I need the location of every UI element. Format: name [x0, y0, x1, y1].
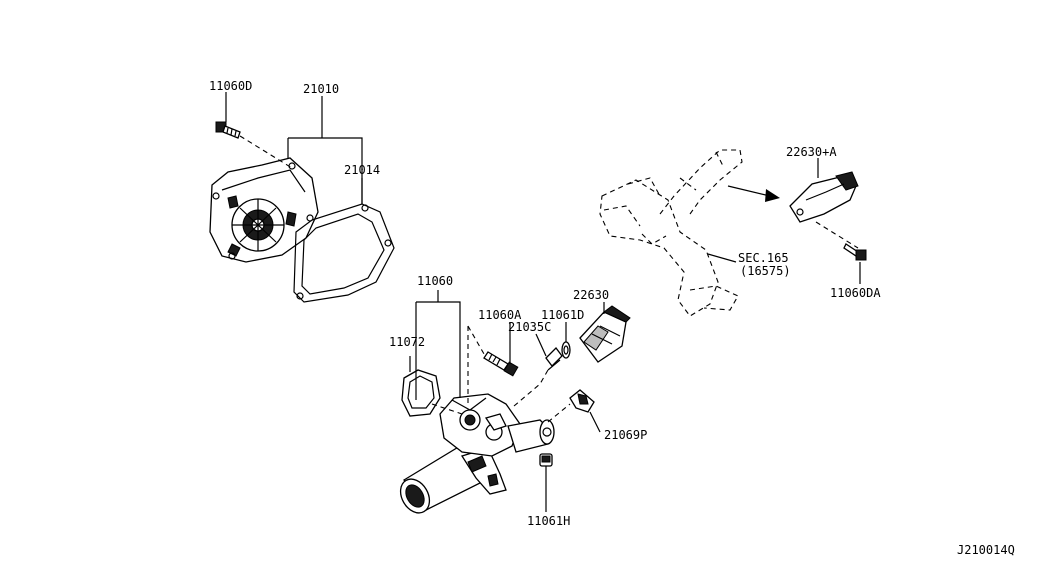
label-11061D: 11061D — [541, 308, 584, 322]
leader-21035C — [535, 333, 547, 357]
label-11060D: 11060D — [209, 79, 252, 93]
sensor-22630A — [789, 171, 859, 223]
label-21014: 21014 — [344, 163, 380, 177]
leader-sec165 — [707, 253, 737, 263]
sensor-22630 — [579, 305, 631, 363]
thermostat-housing-11060 — [399, 393, 555, 514]
bolt-11060D — [215, 121, 241, 139]
seal-dash-line — [513, 369, 549, 407]
label-11060DA: 11060DA — [830, 286, 881, 300]
label-21069P: 21069P — [604, 428, 647, 442]
gasket-21014 — [293, 203, 395, 303]
bolt-11060A — [483, 351, 519, 377]
label-sec165: SEC.165 — [738, 251, 789, 265]
leader-21069P — [589, 411, 601, 433]
intake-duct-sec165 — [599, 149, 743, 317]
bolt-11060DA — [843, 243, 867, 261]
plug-11061H — [539, 453, 553, 467]
clip-21069P — [569, 389, 595, 413]
sensor-22630A-dash-line — [815, 221, 859, 249]
seal-21035C — [545, 347, 563, 371]
water-pump-21010 — [209, 157, 319, 263]
label-sec165-sub: (16575) — [740, 264, 791, 278]
clip-dash-line — [547, 403, 571, 423]
leader-11060 — [415, 290, 461, 400]
bolt-11060D-dash-line — [239, 135, 293, 169]
bolt-11060A-dash-line — [467, 325, 485, 406]
label-21035C: 21035C — [508, 320, 551, 334]
direction-arrow — [727, 185, 780, 202]
washer-11061D — [561, 341, 571, 359]
label-11060: 11060 — [417, 274, 453, 288]
label-11072: 11072 — [389, 335, 425, 349]
label-22630A: 22630+A — [786, 145, 837, 159]
label-11060A: 11060A — [478, 308, 522, 322]
diagram-code: J210014Q — [957, 543, 1015, 557]
gasket-11072 — [401, 369, 441, 417]
label-21010: 21010 — [303, 82, 339, 96]
label-22630: 22630 — [573, 288, 609, 302]
label-11061H: 11061H — [527, 514, 570, 528]
